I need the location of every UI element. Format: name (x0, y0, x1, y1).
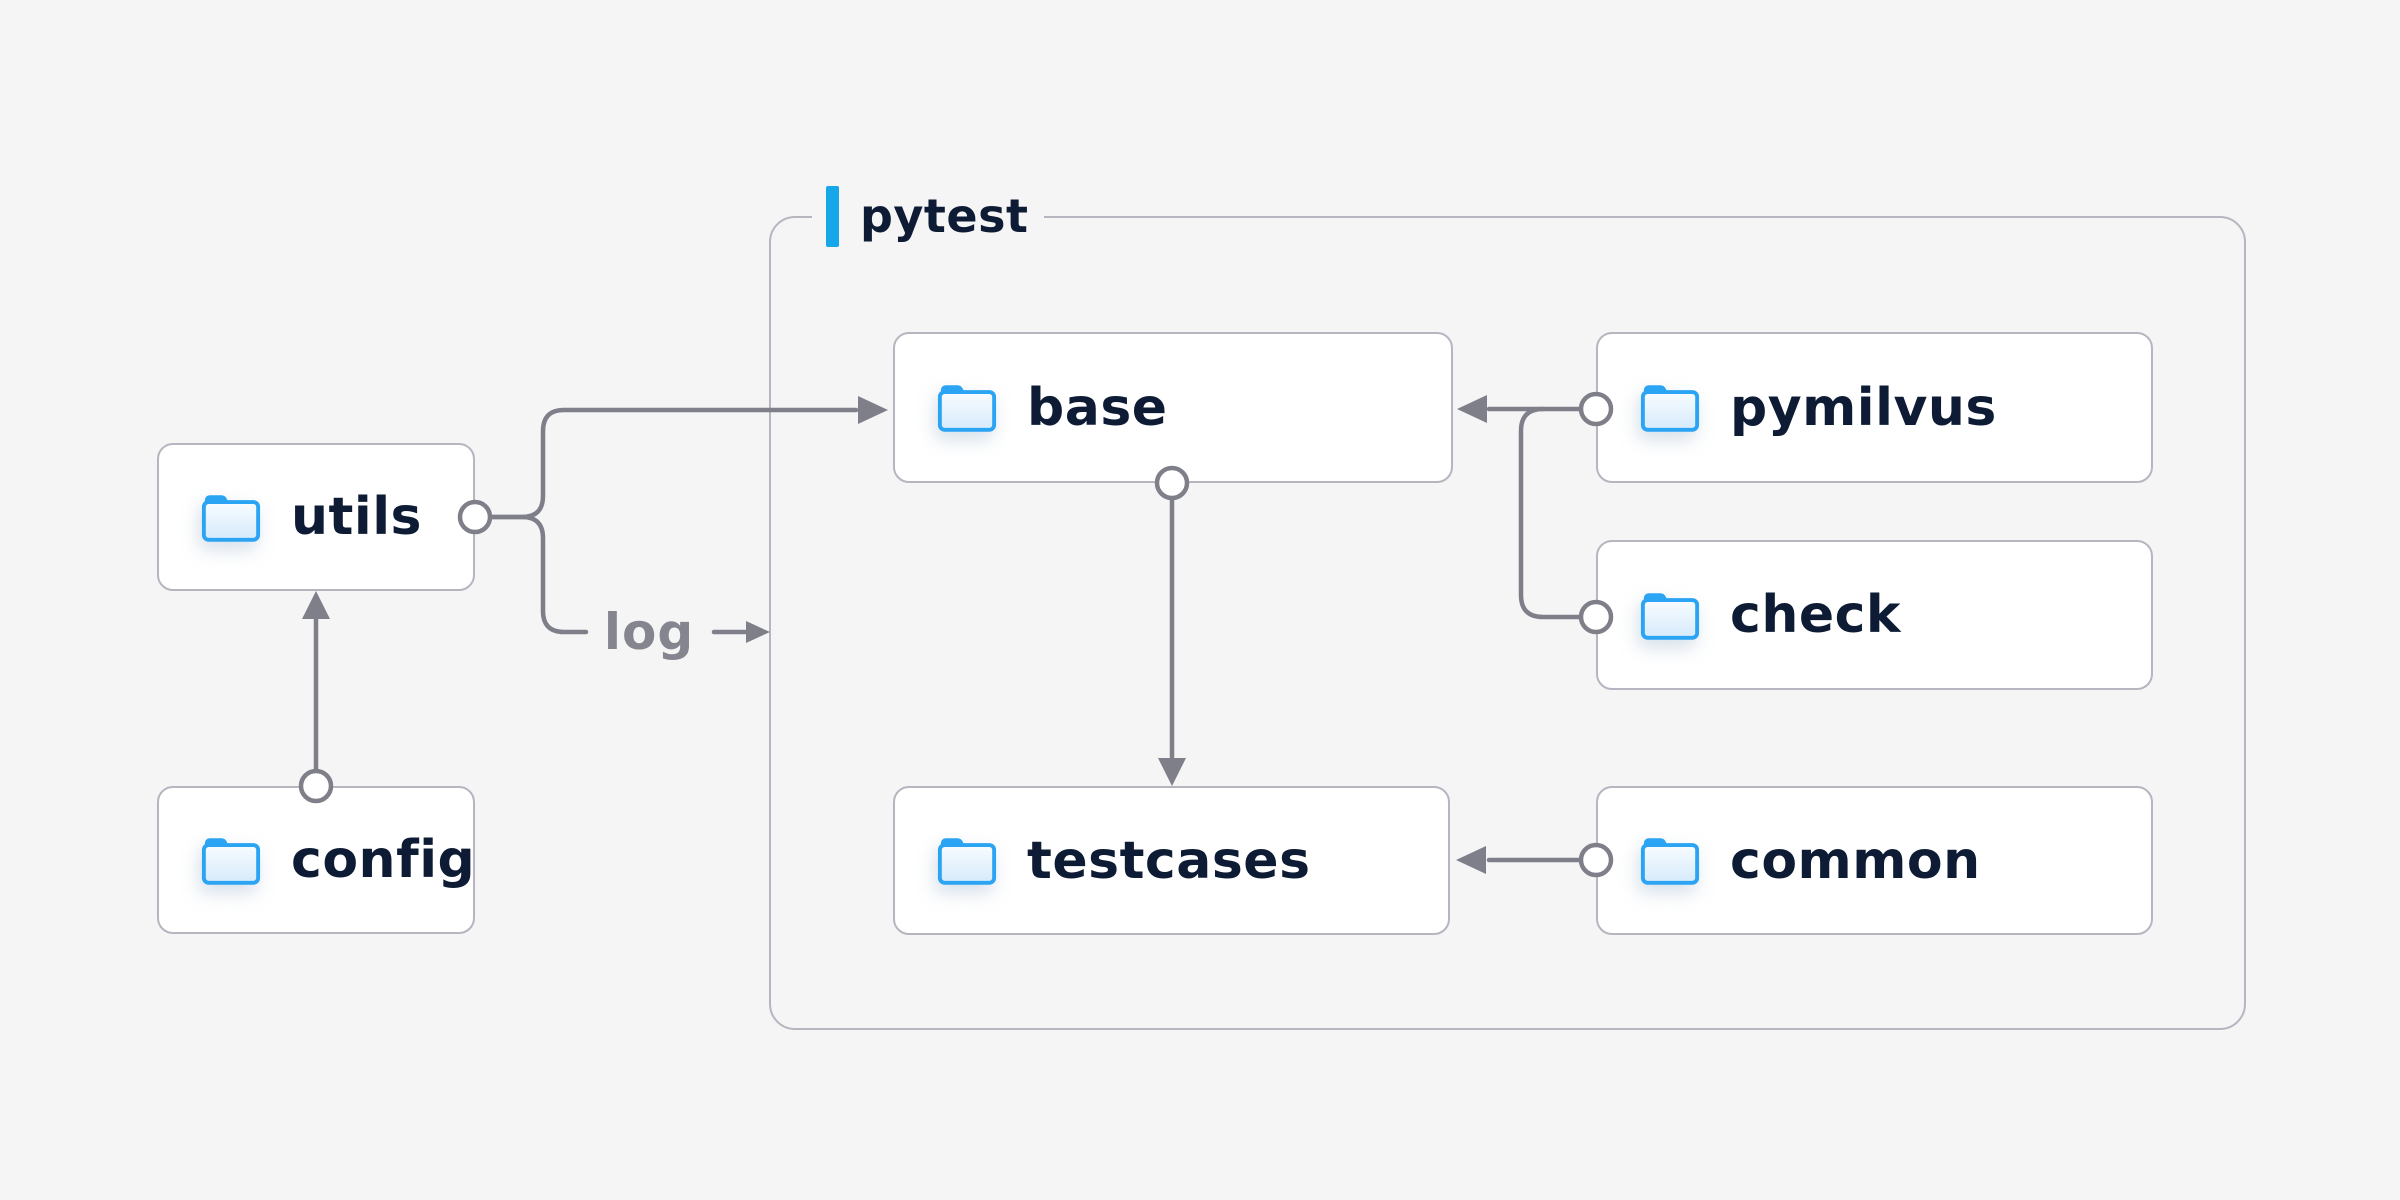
edge-config-utils (298, 591, 334, 804)
node-testcases: testcases (893, 786, 1450, 935)
pytest-group-label: pytest (812, 183, 1045, 249)
node-label: check (1730, 585, 1902, 645)
arrowhead (746, 621, 770, 643)
folder-icon (937, 385, 997, 432)
node-config: config (157, 786, 475, 934)
node-label: common (1730, 830, 1981, 891)
folder-icon (937, 838, 997, 885)
edge-label-log: log (603, 603, 695, 661)
node-base: base (893, 332, 1453, 483)
pytest-group-container (769, 216, 2246, 1030)
node-check: check (1596, 540, 2153, 690)
folder-icon (1640, 385, 1700, 432)
accent-bar (826, 185, 839, 247)
node-label: testcases (1027, 830, 1311, 891)
node-label: config (291, 830, 476, 890)
node-label: pymilvus (1730, 377, 1997, 438)
group-title: pytest (860, 189, 1029, 243)
arrowhead (302, 591, 330, 619)
folder-icon (201, 837, 261, 885)
node-utils: utils (157, 443, 475, 591)
node-pymilvus: pymilvus (1596, 332, 2153, 483)
folder-icon (1640, 592, 1700, 640)
folder-icon (1640, 838, 1700, 885)
node-label: utils (291, 487, 422, 547)
node-label: base (1027, 377, 1168, 438)
folder-icon (201, 494, 261, 542)
node-common: common (1596, 786, 2153, 935)
